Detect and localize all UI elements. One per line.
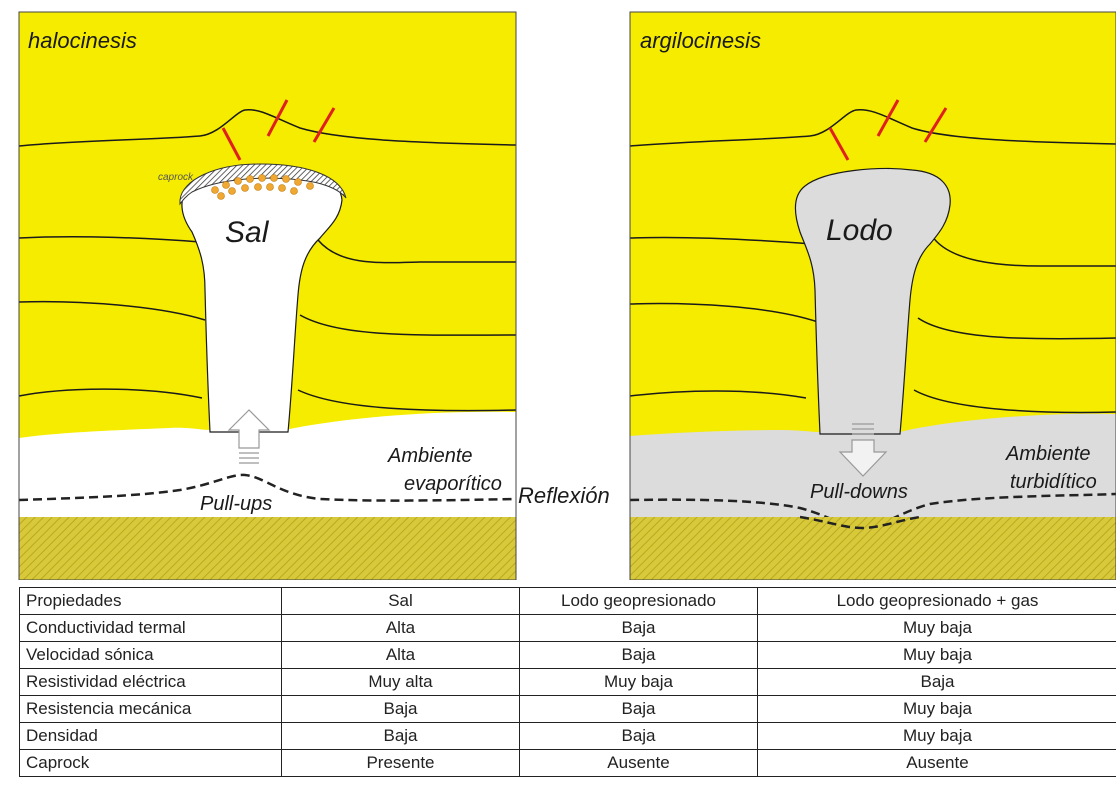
table-cell: Baja — [520, 696, 758, 723]
environment-label-line2: turbidítico — [1010, 471, 1097, 493]
reflection-label: Reflexión — [518, 483, 610, 508]
table-cell: Resistividad eléctrica — [20, 669, 282, 696]
argilocinesis-panel: argilocinesis Lodo Ambiente turbidítico … — [630, 12, 1116, 580]
table-cell: Ausente — [520, 750, 758, 777]
table-cell: Caprock — [20, 750, 282, 777]
environment-label-line2: evaporítico — [404, 473, 502, 495]
table-cell: Resistencia mecánica — [20, 696, 282, 723]
table-cell: Conductividad termal — [20, 615, 282, 642]
table-cell: Muy baja — [758, 696, 1116, 723]
table-header-cell: Propiedades — [20, 588, 282, 615]
effect-label: Pull-downs — [810, 481, 908, 503]
table-cell: Muy baja — [520, 669, 758, 696]
environment-label-line1: Ambiente — [387, 445, 473, 467]
environment-label-line1: Ambiente — [1005, 443, 1091, 465]
panel-title: argilocinesis — [640, 28, 761, 53]
table-cell: Baja — [282, 723, 520, 750]
table-header-cell: Sal — [282, 588, 520, 615]
table-cell: Presente — [282, 750, 520, 777]
table-header-cell: Lodo geopresionado + gas — [758, 588, 1116, 615]
panel-title: halocinesis — [28, 28, 137, 53]
table-cell: Baja — [520, 723, 758, 750]
table-cell: Ausente — [758, 750, 1116, 777]
table-cell: Baja — [758, 669, 1116, 696]
table-cell: Baja — [282, 696, 520, 723]
table-cell: Baja — [520, 642, 758, 669]
body-label: Lodo — [826, 214, 893, 247]
table-cell: Baja — [520, 615, 758, 642]
body-label: Sal — [225, 216, 270, 249]
diapir-comparison-diagram: halocinesis Sal caprock Ambiente evaporí… — [0, 0, 1116, 580]
table-cell: Densidad — [20, 723, 282, 750]
table-cell: Alta — [282, 615, 520, 642]
table-cell: Muy baja — [758, 615, 1116, 642]
table-cell: Muy baja — [758, 642, 1116, 669]
halocinesis-panel: halocinesis Sal caprock Ambiente evaporí… — [19, 12, 516, 580]
effect-label: Pull-ups — [200, 493, 272, 515]
table-cell: Muy baja — [758, 723, 1116, 750]
basement — [19, 517, 516, 580]
table-header-cell: Lodo geopresionado — [520, 588, 758, 615]
table-cell: Velocidad sónica — [20, 642, 282, 669]
table-cell: Alta — [282, 642, 520, 669]
caprock-label: caprock — [158, 172, 194, 183]
table-cell: Muy alta — [282, 669, 520, 696]
